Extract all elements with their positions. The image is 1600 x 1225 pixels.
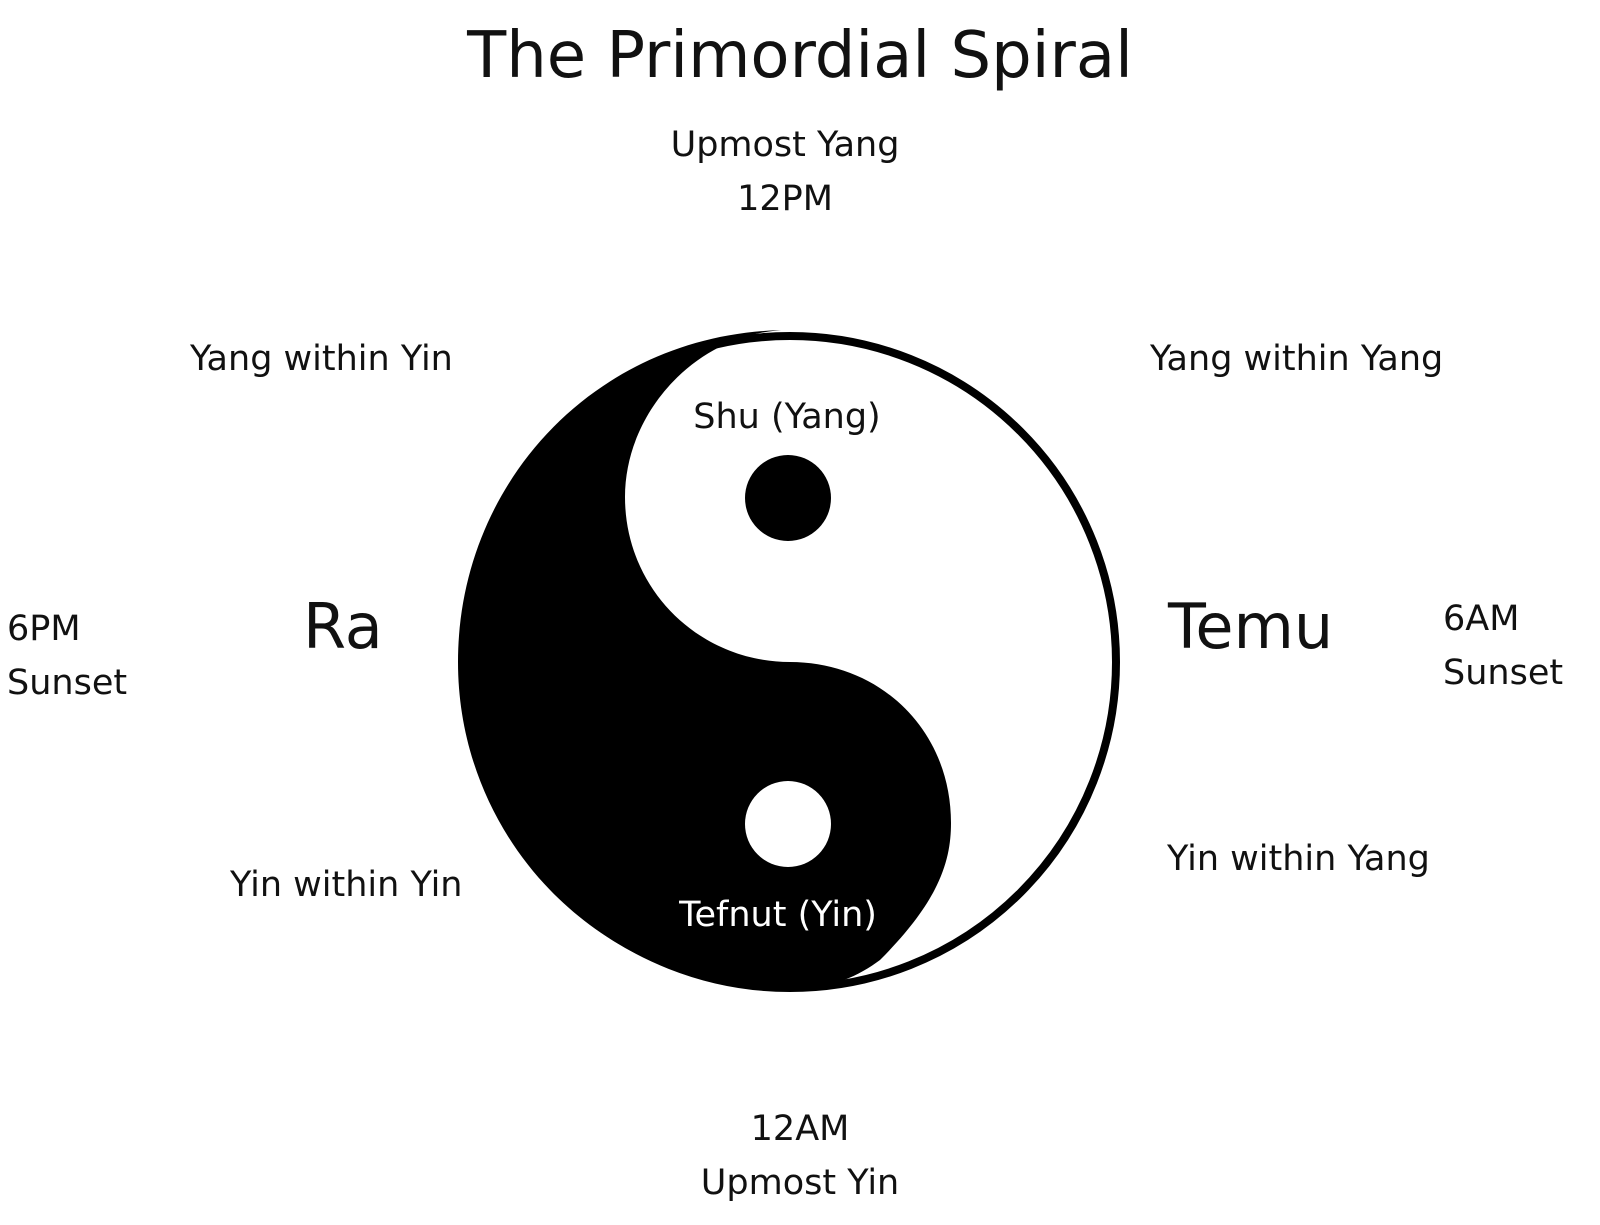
bottom-label-line1: 12AM	[750, 1109, 850, 1149]
left-time-line1: 6PM	[7, 609, 81, 649]
left-time-line2: Sunset	[7, 663, 128, 703]
left-time-label: 6PM Sunset	[7, 602, 127, 710]
right-time-line2: Sunset	[1443, 653, 1564, 693]
right-name-label: Temu	[1168, 590, 1334, 663]
diagram-title: The Primordial Spiral	[467, 19, 1133, 93]
yang-label: Shu (Yang)	[693, 397, 880, 437]
quadrant-upper-left: Yang within Yin	[190, 339, 453, 379]
yin-dot	[745, 455, 831, 541]
right-time-label: 6AM Sunset	[1443, 592, 1563, 700]
bottom-label-line2: Upmost Yin	[700, 1163, 900, 1203]
yang-dot	[745, 781, 831, 867]
quadrant-upper-right: Yang within Yang	[1150, 339, 1444, 379]
top-label: Upmost Yang 12PM	[640, 118, 930, 226]
yin-label: Tefnut (Yin)	[678, 895, 877, 935]
top-label-line1: Upmost Yang	[670, 125, 900, 165]
quadrant-lower-right: Yin within Yang	[1167, 839, 1430, 879]
left-name-label: Ra	[303, 590, 383, 663]
bottom-label: 12AM Upmost Yin	[660, 1102, 940, 1210]
quadrant-lower-left: Yin within Yin	[230, 865, 463, 905]
right-time-line1: 6AM	[1443, 599, 1520, 639]
top-label-line2: 12PM	[737, 179, 833, 219]
